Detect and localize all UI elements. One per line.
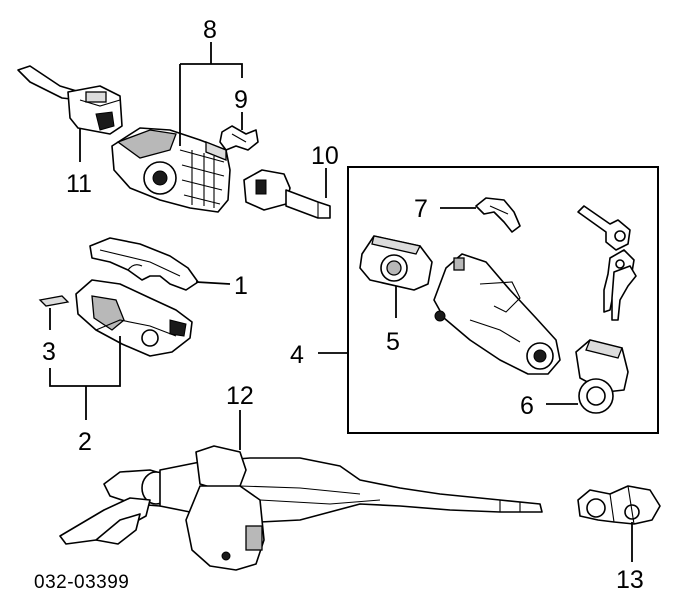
callout-2: 2 xyxy=(78,428,92,456)
part-8-switch-body xyxy=(111,127,231,213)
callout-13: 13 xyxy=(616,566,644,594)
callout-7: 7 xyxy=(414,195,428,223)
steering-lock-body xyxy=(433,253,561,375)
keys xyxy=(577,205,637,321)
callout-8: 8 xyxy=(203,16,217,44)
callout-1: 1 xyxy=(234,272,248,300)
part-3-small-plate xyxy=(38,295,70,307)
part-2-lower-cover xyxy=(75,279,193,357)
part-1-upper-cover xyxy=(89,237,199,291)
callout-12: 12 xyxy=(226,382,254,410)
callout-9: 9 xyxy=(234,86,248,114)
part-11-switch-lever xyxy=(17,65,123,135)
diagram-code: 032-03399 xyxy=(34,572,129,593)
callout-4: 4 xyxy=(290,341,304,369)
callout-5: 5 xyxy=(386,328,400,356)
part-9-clip xyxy=(219,125,259,151)
callout-10: 10 xyxy=(311,142,339,170)
part-13-universal-joint xyxy=(577,485,661,525)
leader-lines xyxy=(49,42,633,562)
part-10-switch-rod xyxy=(243,169,331,219)
part-7-clip xyxy=(475,197,521,233)
part-5-lock-cylinder xyxy=(359,235,433,291)
part-12-steering-column xyxy=(59,445,543,571)
callout-3: 3 xyxy=(42,338,56,366)
callout-11: 11 xyxy=(66,170,92,198)
callout-6: 6 xyxy=(520,392,534,420)
lock-assembly-inset-box xyxy=(347,166,659,434)
part-6-ignition-switch xyxy=(575,339,629,414)
